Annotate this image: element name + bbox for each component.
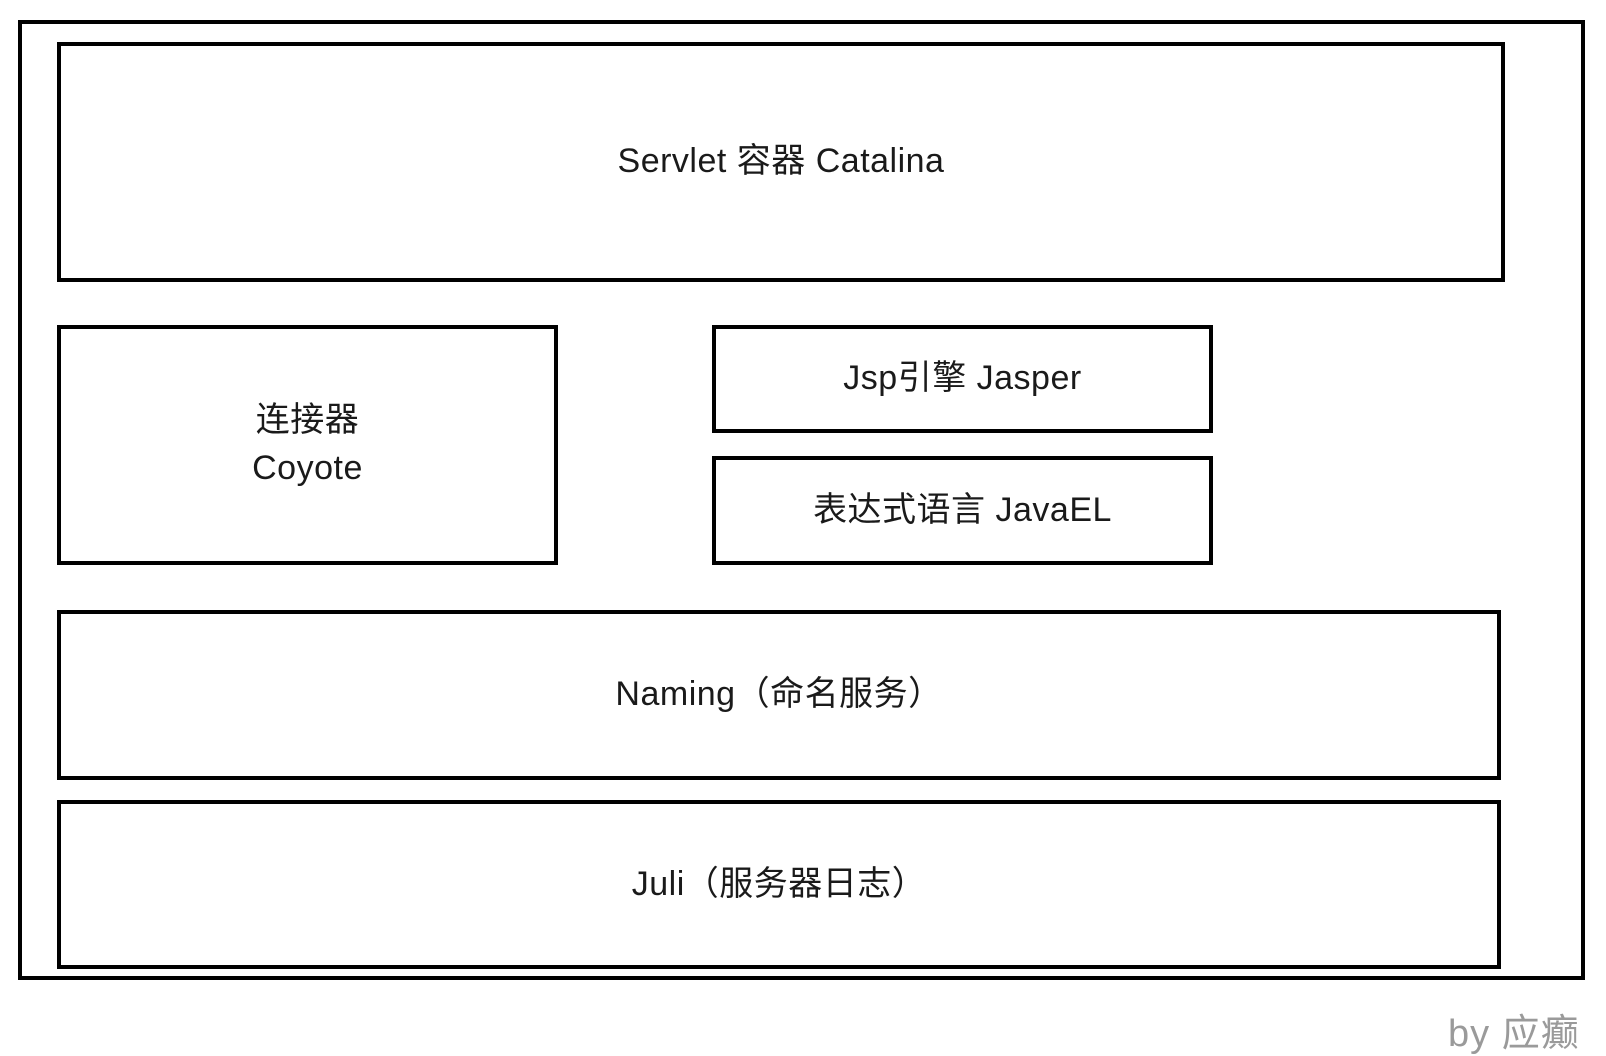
juli-server-log-box: Juli（服务器日志） (57, 800, 1501, 969)
jsp-engine-jasper-label: Jsp引擎 Jasper (843, 359, 1082, 398)
naming-service-box: Naming（命名服务） (57, 610, 1501, 780)
author-watermark: by 应癫 (1448, 1013, 1580, 1055)
servlet-catalina-box: Servlet 容器 Catalina (57, 42, 1505, 282)
servlet-catalina-label: Servlet 容器 Catalina (617, 142, 945, 181)
expression-language-javael-box: 表达式语言 JavaEL (712, 456, 1213, 565)
juli-server-log-label: Juli（服务器日志） (631, 864, 927, 903)
connector-coyote-box: 连接器 Coyote (57, 325, 558, 565)
jsp-engine-jasper-box: Jsp引擎 Jasper (712, 325, 1213, 433)
naming-service-label: Naming（命名服务） (615, 675, 943, 714)
connector-coyote-label-line1: 连接器 (255, 401, 360, 440)
expression-language-javael-label: 表达式语言 JavaEL (813, 490, 1112, 529)
connector-coyote-label-line2: Coyote (252, 449, 363, 487)
